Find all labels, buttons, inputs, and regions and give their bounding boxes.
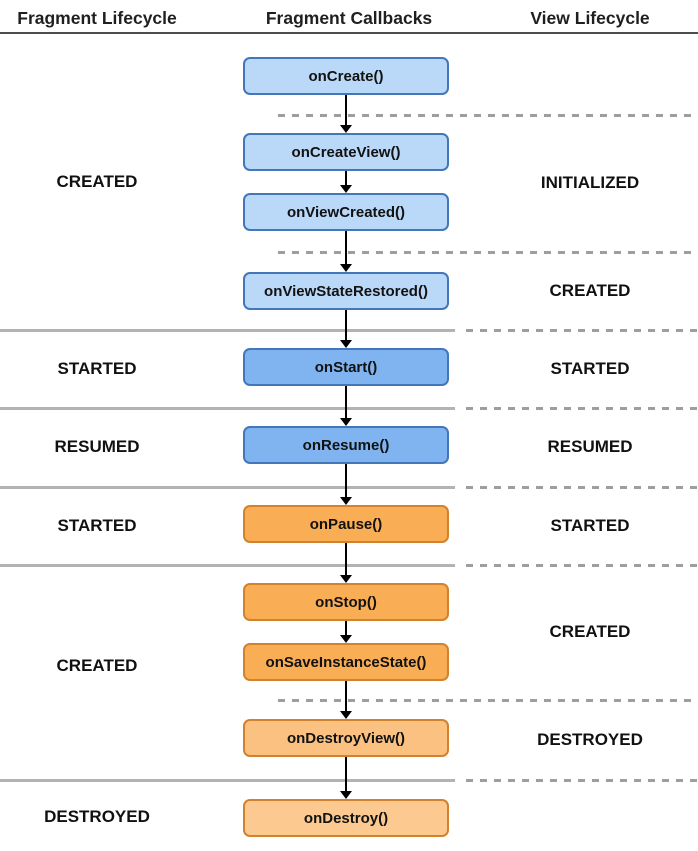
arrow-shaft: [345, 757, 347, 792]
callback-box-onviewcreated: onViewCreated(): [243, 193, 449, 231]
arrow-head-icon: [340, 711, 352, 719]
fragment-state-label: RESUMED: [54, 437, 140, 456]
arrow-shaft: [345, 681, 347, 712]
arrow-head-icon: [340, 418, 352, 426]
flow-arrow: [340, 171, 352, 193]
flow-arrow: [340, 231, 352, 272]
callback-box-oncreateview: onCreateView(): [243, 133, 449, 171]
arrow-head-icon: [340, 340, 352, 348]
callback-label: onViewStateRestored(): [264, 282, 428, 300]
column-header-view-lifecycle: View Lifecycle: [530, 8, 650, 28]
flow-arrow: [340, 386, 352, 426]
callback-box-oncreate: onCreate(): [243, 57, 449, 95]
callback-box-onsaveinstancestate: onSaveInstanceState(): [243, 643, 449, 681]
callback-box-ondestroy: onDestroy(): [243, 799, 449, 837]
fragment-section-divider: [0, 779, 455, 782]
view-section-divider-dashed: [466, 486, 698, 489]
callback-box-ondestroyview: onDestroyView(): [243, 719, 449, 757]
callback-box-onstart: onStart(): [243, 348, 449, 386]
callback-label: onResume(): [302, 436, 390, 454]
arrow-shaft: [345, 171, 347, 186]
arrow-shaft: [345, 310, 347, 341]
view-state-label: STARTED: [550, 516, 630, 535]
column-header-fragment-callbacks: Fragment Callbacks: [265, 8, 433, 28]
fragment-state-label: STARTED: [57, 359, 137, 378]
arrow-shaft: [345, 621, 347, 636]
callback-box-onstop: onStop(): [243, 583, 449, 621]
callback-label: onCreate(): [308, 67, 384, 85]
flow-arrow: [340, 681, 352, 719]
arrow-head-icon: [340, 264, 352, 272]
callback-label: onPause(): [309, 515, 383, 533]
flow-arrow: [340, 543, 352, 583]
view-section-divider-dashed: [278, 114, 698, 117]
callback-label: onStop(): [315, 593, 377, 611]
view-section-divider-dashed: [466, 329, 698, 332]
fragment-state-label: CREATED: [56, 656, 138, 675]
callback-box-onresume: onResume(): [243, 426, 449, 464]
view-state-label: STARTED: [550, 359, 630, 378]
callback-label: onCreateView(): [291, 143, 401, 161]
callback-label: onSaveInstanceState(): [265, 653, 427, 671]
arrow-head-icon: [340, 791, 352, 799]
arrow-shaft: [345, 386, 347, 419]
arrow-shaft: [345, 95, 347, 126]
callback-box-onviewstaterestored: onViewStateRestored(): [243, 272, 449, 310]
arrow-head-icon: [340, 185, 352, 193]
arrow-head-icon: [340, 125, 352, 133]
view-state-label: CREATED: [549, 281, 631, 300]
view-state-label: CREATED: [549, 622, 631, 641]
flow-arrow: [340, 95, 352, 133]
fragment-state-label: DESTROYED: [44, 807, 150, 826]
fragment-section-divider: [0, 486, 455, 489]
callback-label: onViewCreated(): [286, 203, 406, 221]
fragment-section-divider: [0, 564, 455, 567]
callback-label: onDestroyView(): [286, 729, 406, 747]
flow-arrow: [340, 757, 352, 799]
fragment-state-label: STARTED: [57, 516, 137, 535]
view-section-divider-dashed: [278, 699, 698, 702]
fragment-section-divider: [0, 329, 455, 332]
column-header-fragment-lifecycle: Fragment Lifecycle: [17, 8, 177, 28]
arrow-head-icon: [340, 497, 352, 505]
fragment-state-label: CREATED: [56, 172, 138, 191]
flow-arrow: [340, 310, 352, 348]
callback-box-onpause: onPause(): [243, 505, 449, 543]
arrow-shaft: [345, 543, 347, 576]
callback-label: onDestroy(): [303, 809, 389, 827]
view-section-divider-dashed: [278, 251, 698, 254]
header-divider-line: [0, 32, 698, 34]
arrow-shaft: [345, 231, 347, 265]
arrow-head-icon: [340, 575, 352, 583]
fragment-section-divider: [0, 407, 455, 410]
arrow-head-icon: [340, 635, 352, 643]
flow-arrow: [340, 621, 352, 643]
arrow-shaft: [345, 464, 347, 498]
view-state-label: DESTROYED: [537, 730, 643, 749]
flow-arrow: [340, 464, 352, 505]
view-state-label: RESUMED: [547, 437, 633, 456]
view-section-divider-dashed: [466, 779, 698, 782]
view-section-divider-dashed: [466, 407, 698, 410]
callback-label: onStart(): [314, 358, 378, 376]
view-state-label: INITIALIZED: [540, 173, 640, 192]
view-section-divider-dashed: [466, 564, 698, 567]
